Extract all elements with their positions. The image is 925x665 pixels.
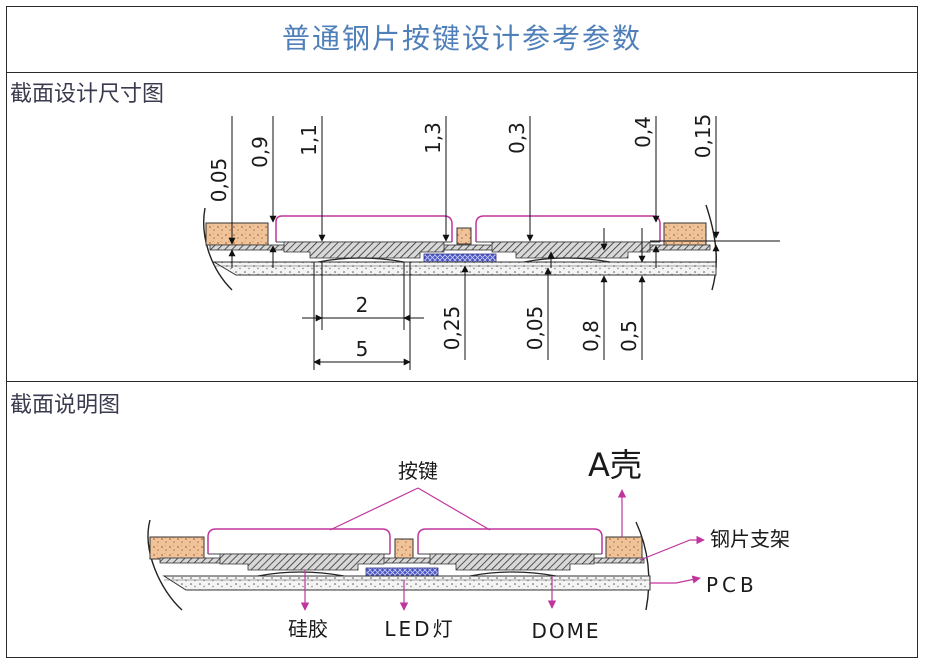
left-break-line	[203, 207, 233, 291]
silicone-left	[283, 241, 445, 259]
dim-label-0-05-top: 0,05	[207, 158, 231, 203]
label-led: LED灯	[384, 617, 455, 641]
dome-right	[523, 257, 611, 263]
pcb	[162, 575, 651, 591]
keycap-right-outline	[475, 215, 661, 242]
dim-label-0-05-bottom: 0,05	[523, 306, 547, 351]
shell-middle	[394, 538, 414, 560]
label-pcb: PCB	[706, 573, 758, 597]
dome-shape-left	[257, 571, 345, 577]
section-label-explanation: 截面说明图	[10, 393, 121, 418]
outer-frame	[6, 6, 918, 658]
dim-label-1-1: 1,1	[297, 124, 321, 156]
key-left	[207, 528, 391, 554]
dim-label-0-25: 0,25	[440, 306, 464, 351]
explanation-drawing: 按键 A壳 钢片支架 PCB 硅胶 LED灯 DOME	[147, 446, 790, 643]
section-divider	[6, 381, 918, 382]
silicone-layer-left	[219, 553, 385, 571]
label-bracket: 钢片支架	[710, 527, 790, 551]
shell-right	[605, 536, 643, 560]
label-silicone: 硅胶	[288, 617, 328, 641]
steel-bracket	[209, 244, 711, 251]
label-dome: DOME	[531, 619, 600, 643]
shell-block-middle	[456, 227, 472, 245]
section-label-dimension: 截面设计尺寸图	[10, 82, 165, 107]
dim-label-0-15: 0,15	[691, 114, 715, 159]
dim-label-0-8: 0,8	[579, 320, 603, 352]
key-right	[417, 528, 603, 554]
page-title: 普通钢片按键设计参考参数	[281, 22, 642, 55]
label-key: 按键	[398, 459, 438, 483]
shell-block-left	[205, 222, 269, 246]
dim-label-0-3: 0,3	[505, 122, 529, 154]
dim-label-0-9: 0,9	[248, 136, 272, 168]
shell-block-right	[663, 222, 707, 246]
silicone-layer-right	[429, 553, 595, 571]
dim-label-2: 2	[356, 293, 369, 317]
label-shell: A壳	[588, 446, 642, 484]
silicone-right	[491, 241, 651, 259]
dome-shape-right	[469, 571, 557, 577]
title-divider	[6, 72, 918, 73]
dim-label-1-3: 1,3	[421, 122, 445, 154]
dimension-drawing: 0,05 0,9 1,1 1,3 0,3 0,4 0,15 2 5 0,25	[203, 114, 780, 370]
dim-label-5: 5	[356, 337, 369, 361]
dim-label-0-5: 0,5	[617, 320, 641, 352]
shell-left	[149, 536, 205, 560]
dim-label-0-4: 0,4	[631, 116, 655, 148]
bracket-layer	[159, 557, 645, 564]
keycap-left-outline	[275, 215, 453, 242]
dome-left	[317, 257, 405, 263]
